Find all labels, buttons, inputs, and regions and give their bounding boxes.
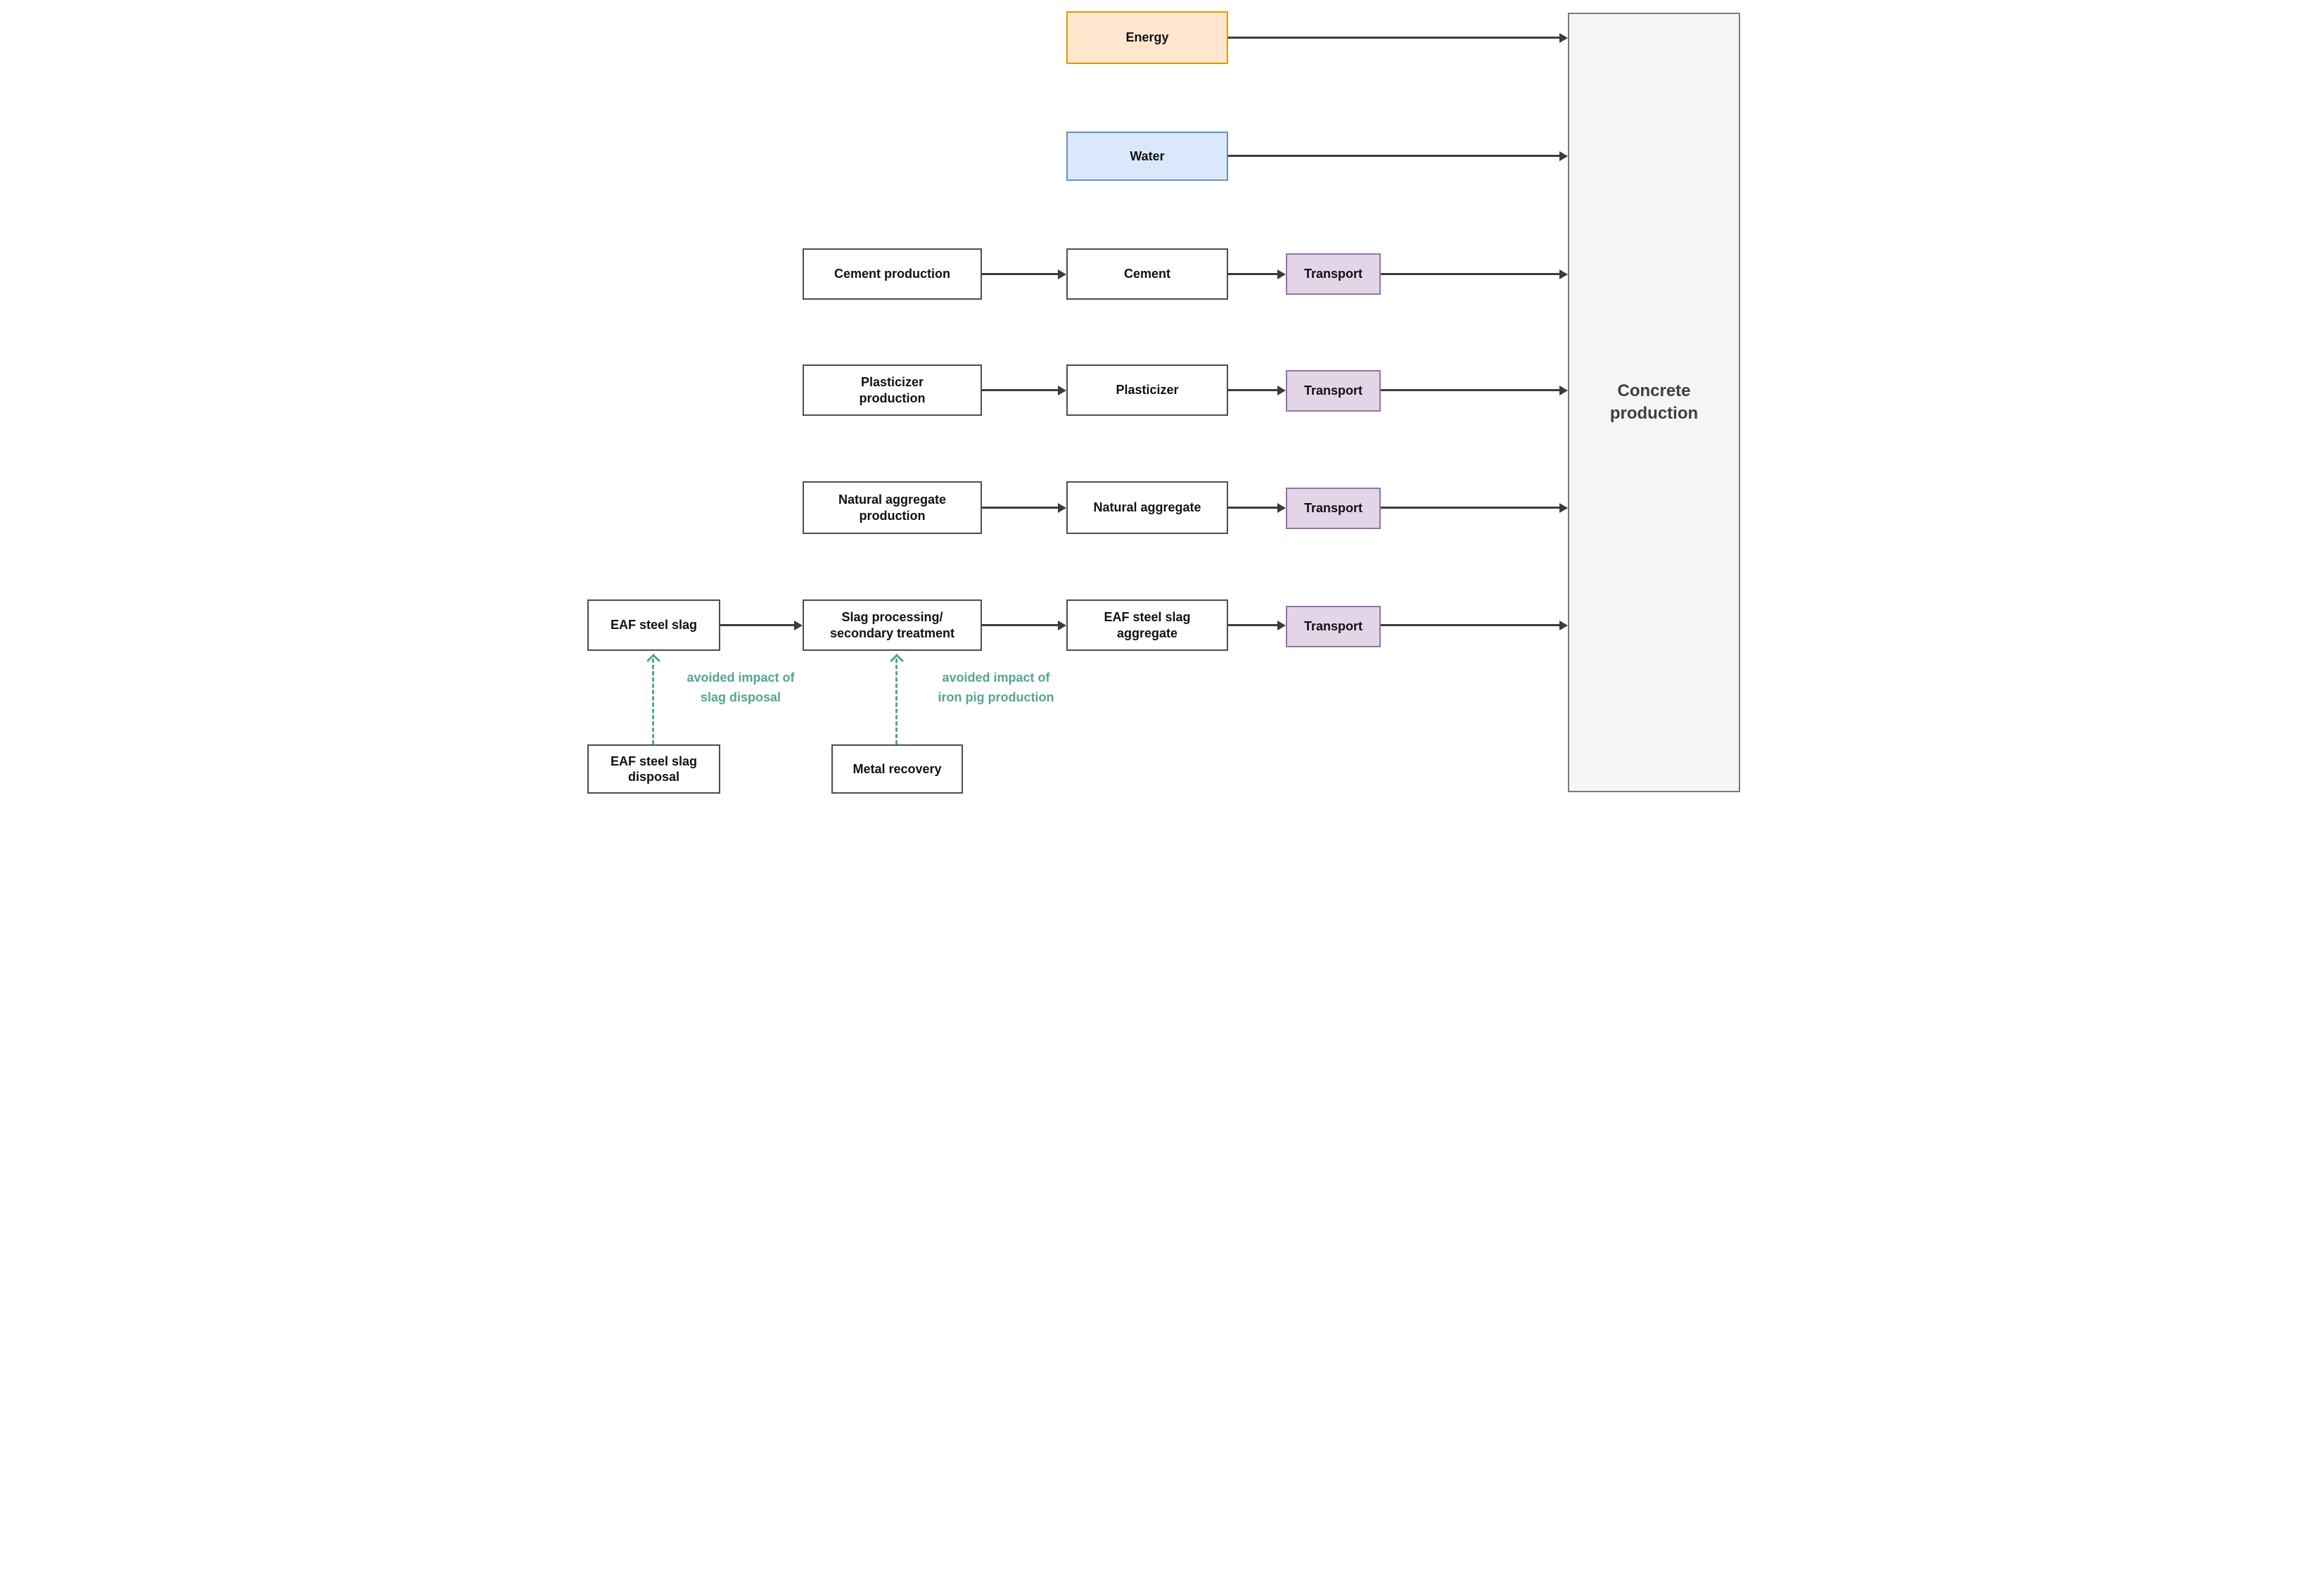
annotation-avoided-slag-disposal: avoided impact of slag disposal [687,671,795,704]
arrow-cement-production-to-cement [982,273,1058,275]
node-plasticizer-production: Plasticizer production [803,364,982,416]
node-transport-plasticizer: Transport [1286,370,1381,412]
node-energy: Energy [1066,11,1228,64]
arrow-aggregate-to-transport [1228,507,1277,509]
node-concrete-production: Concrete production [1568,13,1740,792]
dashed-arrow-metal-recovery-to-slag-processing [890,654,904,744]
arrowhead-up-icon [890,654,904,668]
arrow-cement-to-transport [1228,273,1277,275]
node-metal-recovery: Metal recovery [831,744,963,794]
concrete-production-flow-diagram: Energy Water Cement production Cement Tr… [581,0,1743,794]
node-natural-aggregate-production: Natural aggregate production [803,481,982,534]
arrow-eaf-slag-to-slag-processing [720,624,794,626]
arrow-energy-to-concrete [1228,37,1559,39]
dashed-arrow-disposal-to-eaf-slag [646,654,660,744]
node-cement-production: Cement production [803,248,982,300]
arrow-transport-cement-to-concrete [1381,273,1559,275]
node-eaf-steel-slag-disposal: EAF steel slag disposal [587,744,720,794]
arrow-water-to-concrete [1228,155,1559,157]
arrow-slag-aggregate-to-transport [1228,624,1277,626]
arrow-plasticizer-production-to-plasticizer [982,389,1058,391]
node-transport-eaf-aggregate: Transport [1286,606,1381,647]
node-slag-processing: Slag processing/ secondary treatment [803,599,982,651]
node-natural-aggregate: Natural aggregate [1066,481,1228,534]
arrow-aggregate-production-to-aggregate [982,507,1058,509]
node-cement: Cement [1066,248,1228,300]
node-plasticizer: Plasticizer [1066,364,1228,416]
arrowhead-up-icon [646,654,660,668]
arrow-transport-plasticizer-to-concrete [1381,389,1559,391]
node-eaf-steel-slag: EAF steel slag [587,599,720,651]
node-eaf-steel-slag-aggregate: EAF steel slag aggregate [1066,599,1228,651]
node-transport-cement: Transport [1286,253,1381,295]
node-transport-natural-aggregate: Transport [1286,488,1381,529]
arrow-transport-slag-to-concrete [1381,624,1559,626]
node-water: Water [1066,132,1228,181]
arrow-plasticizer-to-transport [1228,389,1277,391]
arrow-slag-processing-to-slag-aggregate [982,624,1058,626]
annotation-avoided-iron-pig: avoided impact of iron pig production [938,671,1054,704]
arrow-transport-aggregate-to-concrete [1381,507,1559,509]
